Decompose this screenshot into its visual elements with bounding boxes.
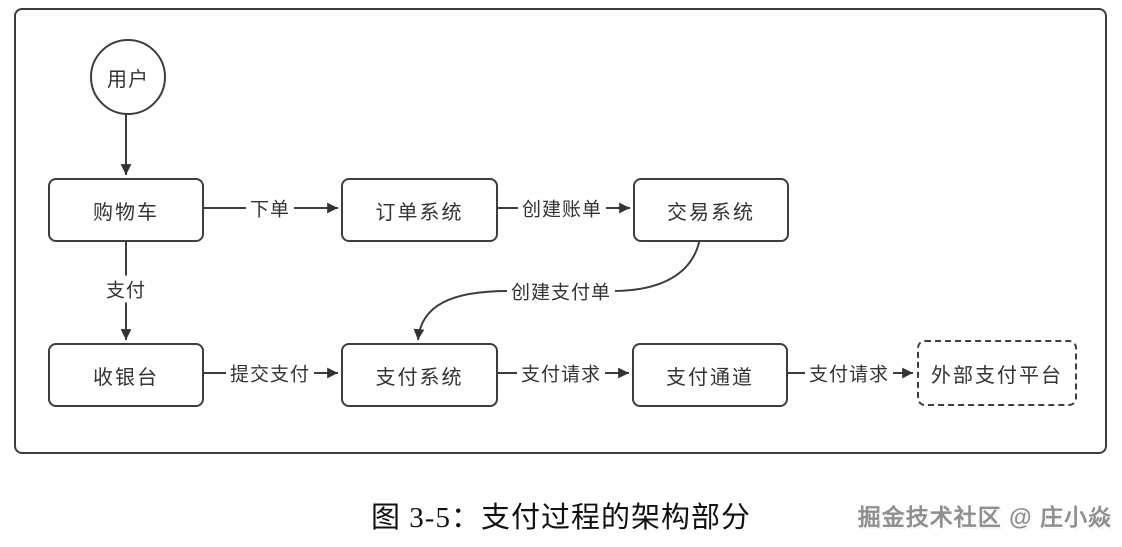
edge-label-create-bill: 创建账单 [517,194,607,222]
node-trade-system: 交易系统 [633,178,789,242]
node-cashier-desk: 收银台 [48,343,204,407]
edge-label-create-payment-order: 创建支付单 [506,277,616,305]
edge-label-submit-payment: 提交支付 [225,359,315,387]
node-shopping-cart: 购物车 [48,178,204,242]
node-payment-channel: 支付通道 [632,343,788,407]
edge-label-payment-request-1: 支付请求 [516,359,606,387]
node-user: 用户 [90,39,166,115]
edge-label-place-order: 下单 [245,194,295,222]
node-payment-system: 支付系统 [341,343,498,407]
node-external-payment-platform: 外部支付平台 [917,340,1077,406]
node-order-system: 订单系统 [341,178,498,242]
watermark-text: 掘金技术社区 @ 庄小焱 [857,504,1112,530]
edge-label-pay: 支付 [101,275,151,303]
figure-caption: 图 3-5：支付过程的架构部分 [371,502,751,534]
edge-label-payment-request-2: 支付请求 [804,359,894,387]
